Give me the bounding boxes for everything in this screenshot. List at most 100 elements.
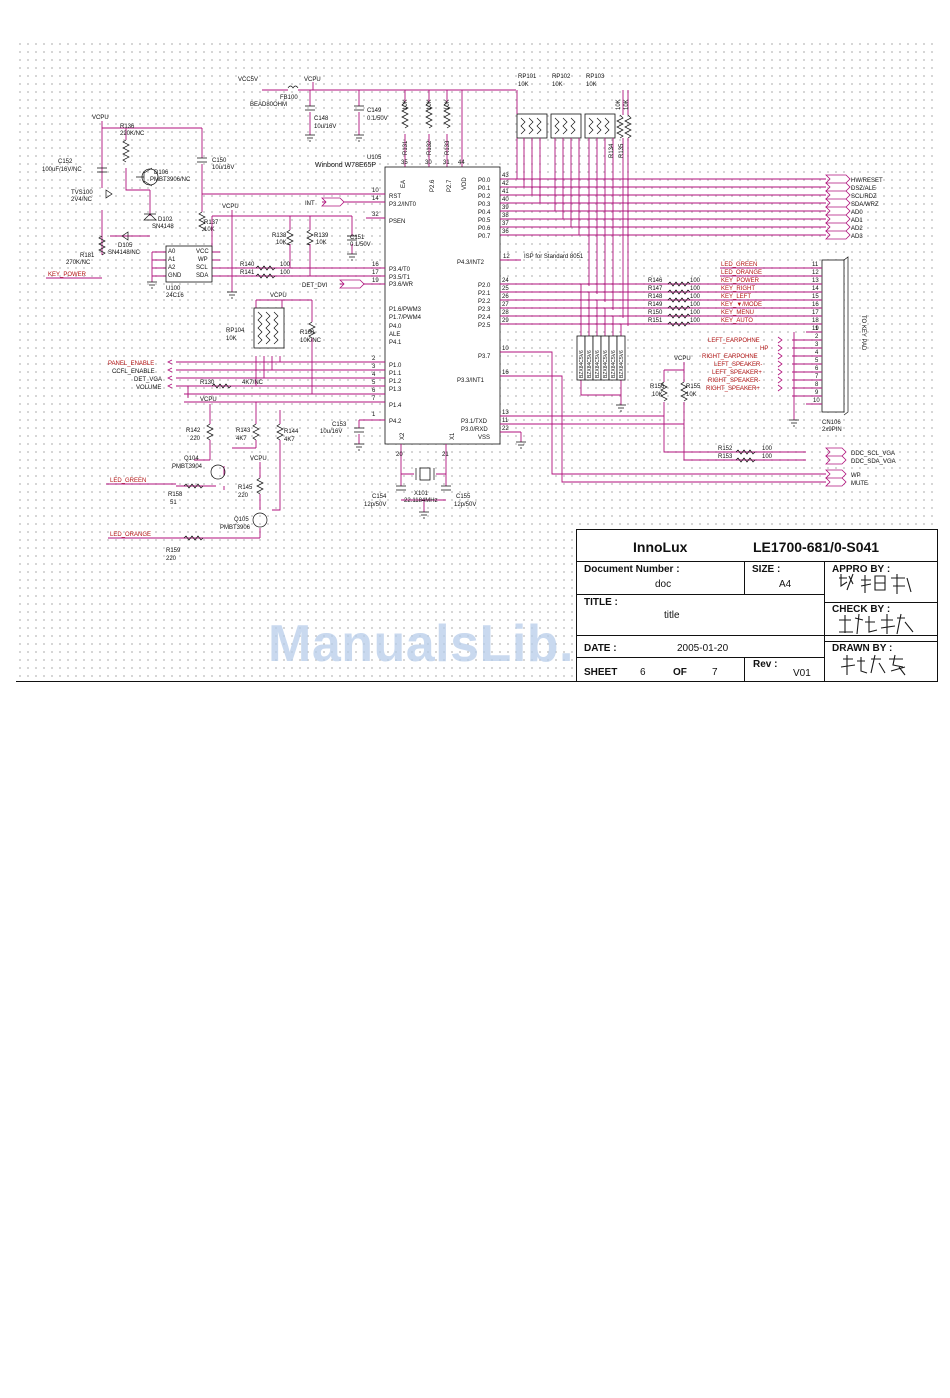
r132-ref: R132 xyxy=(427,140,433,155)
r149-ref: R149 xyxy=(648,302,663,308)
mcu-pin-p24: P2.4 xyxy=(478,315,491,321)
c153-value: 10u/16V xyxy=(320,429,342,435)
vcpu-led-label: VCPU xyxy=(200,397,217,403)
reset-semiconductors xyxy=(105,167,157,241)
c149-ref: C149 xyxy=(367,108,382,114)
r133-value: 10K xyxy=(445,99,451,110)
r148-value: 100 xyxy=(690,294,701,300)
u100-pin-a2: A2 xyxy=(168,265,176,271)
tb-of-label: OF xyxy=(673,667,687,678)
keynet-key-left: KEY_LEFT xyxy=(721,294,751,300)
pin-17: 17 xyxy=(372,270,379,276)
reset-resistors xyxy=(98,139,206,256)
cn-pin-12: 12 xyxy=(812,270,819,276)
mcu-u105-body xyxy=(384,166,501,445)
cn106-ref: CN106 xyxy=(822,420,841,426)
mcu-pin-vdd: VDD xyxy=(462,177,468,190)
vcpu-r155-label: VCPU xyxy=(674,356,691,362)
tb-date-label: DATE : xyxy=(584,643,617,654)
audio-hp: HP xyxy=(760,346,768,352)
det-dvi-arrow xyxy=(339,279,365,289)
cn-pin-6: 6 xyxy=(815,366,819,372)
tvs-ref: TVS100 xyxy=(71,190,93,196)
left-net-arrows xyxy=(167,359,173,389)
c154-ref: C154 xyxy=(372,494,387,500)
r137-ref: R137 xyxy=(204,220,219,226)
vcpu-rp104-label: VCPU xyxy=(270,293,287,299)
cn-pin-3: 3 xyxy=(815,342,819,348)
port2-lines xyxy=(500,283,796,325)
c155-value: 12p/50V xyxy=(454,502,476,508)
r156-value: 10K xyxy=(652,392,663,398)
cn-pin-15: 15 xyxy=(812,294,819,300)
cn-pin-5: 5 xyxy=(815,358,819,364)
rp103-body xyxy=(584,113,616,139)
net-dsz-ale: DSZ/ALE xyxy=(851,186,876,192)
r146-ref: R146 xyxy=(648,278,663,284)
key-power-net: KEY_POWER xyxy=(48,272,87,278)
c148-value: 10u/16V xyxy=(314,124,336,130)
r155-r156-wires xyxy=(500,362,806,461)
r138-value: 10K xyxy=(276,240,287,246)
u105-ref: U105 xyxy=(367,155,382,161)
pin-22: 22 xyxy=(502,426,509,432)
int-arrow xyxy=(321,197,345,207)
r136-value: 220K/NC xyxy=(120,131,145,137)
c153-plates xyxy=(354,427,364,451)
r138-ref: R138 xyxy=(272,233,287,239)
vcc5-label: VCC5V xyxy=(238,77,258,83)
cn-pin-4: 4 xyxy=(815,350,819,356)
zener-label-1: BZX84C5V6 xyxy=(579,350,585,378)
key-resistor-zigzags xyxy=(667,281,691,327)
mcu-pin-p22: P2.2 xyxy=(478,299,491,305)
mcu-pin-p03: P0.3 xyxy=(478,202,491,208)
tb-company: InnoLux xyxy=(633,539,688,555)
mcu-pin-p00: P0.0 xyxy=(478,178,491,184)
vss-ground xyxy=(516,441,526,449)
cn-pin-14: 14 xyxy=(812,286,819,292)
u100-pin-a1: A1 xyxy=(168,257,176,263)
mcu-pin-p37: P3.7 xyxy=(478,354,491,360)
net-wp: WP xyxy=(851,473,861,479)
mcu-pin-p16: P1.6/PWM3 xyxy=(389,307,422,313)
r158-value: 51 xyxy=(170,500,177,506)
pin-30: 30 xyxy=(425,160,432,166)
r134-r135-zigzag xyxy=(616,114,632,139)
cn-pin-18: 18 xyxy=(812,318,819,324)
net-sda-wrz: SDA/WRZ xyxy=(851,202,879,208)
pin-35: 35 xyxy=(401,160,408,166)
keynet-led-green: LED_GREEN xyxy=(721,262,757,268)
x101-body xyxy=(419,467,431,481)
keynet-key-power: KEY_POWER xyxy=(721,278,760,284)
rp104-zigzags xyxy=(257,311,316,345)
zener-label-3: BZX84C5V6 xyxy=(595,350,601,378)
rp102-value: 10K xyxy=(552,82,563,88)
tb-appro-label: APPRO BY : xyxy=(832,564,891,575)
c151-value: 0.1/50V xyxy=(350,242,371,248)
pin-24: 24 xyxy=(502,278,509,284)
mcu-pin-p23: P2.3 xyxy=(478,307,491,313)
cn-pin-17: 17 xyxy=(812,310,819,316)
r130-zigzag xyxy=(211,383,232,389)
net-ad2: AD2 xyxy=(851,226,863,232)
mcu-pin-p27: P2.7 xyxy=(447,179,453,192)
cap-wires xyxy=(309,90,360,135)
r144-ref: R144 xyxy=(284,429,299,435)
q105-circle xyxy=(252,512,268,528)
net-label-group-top xyxy=(825,174,851,240)
pin-21: 21 xyxy=(442,452,449,458)
pin-14: 14 xyxy=(372,196,379,202)
tb-sheet: 6 xyxy=(640,667,646,678)
pin-28: 28 xyxy=(502,310,509,316)
rp104-value: 10K xyxy=(226,336,237,342)
r147-value: 100 xyxy=(690,286,701,292)
r145-value: 220 xyxy=(238,493,249,499)
cn-pin-2: 2 xyxy=(815,334,819,340)
cn-pin-13: 13 xyxy=(812,278,819,284)
pin-31: 31 xyxy=(443,160,450,166)
ground-symbols xyxy=(305,134,364,142)
c151-ref: C151 xyxy=(350,235,365,241)
fb100-ref: FB100 xyxy=(280,95,298,101)
u100-part: 24C16 xyxy=(166,293,184,299)
tvs-value: 2V4/NC xyxy=(71,197,93,203)
